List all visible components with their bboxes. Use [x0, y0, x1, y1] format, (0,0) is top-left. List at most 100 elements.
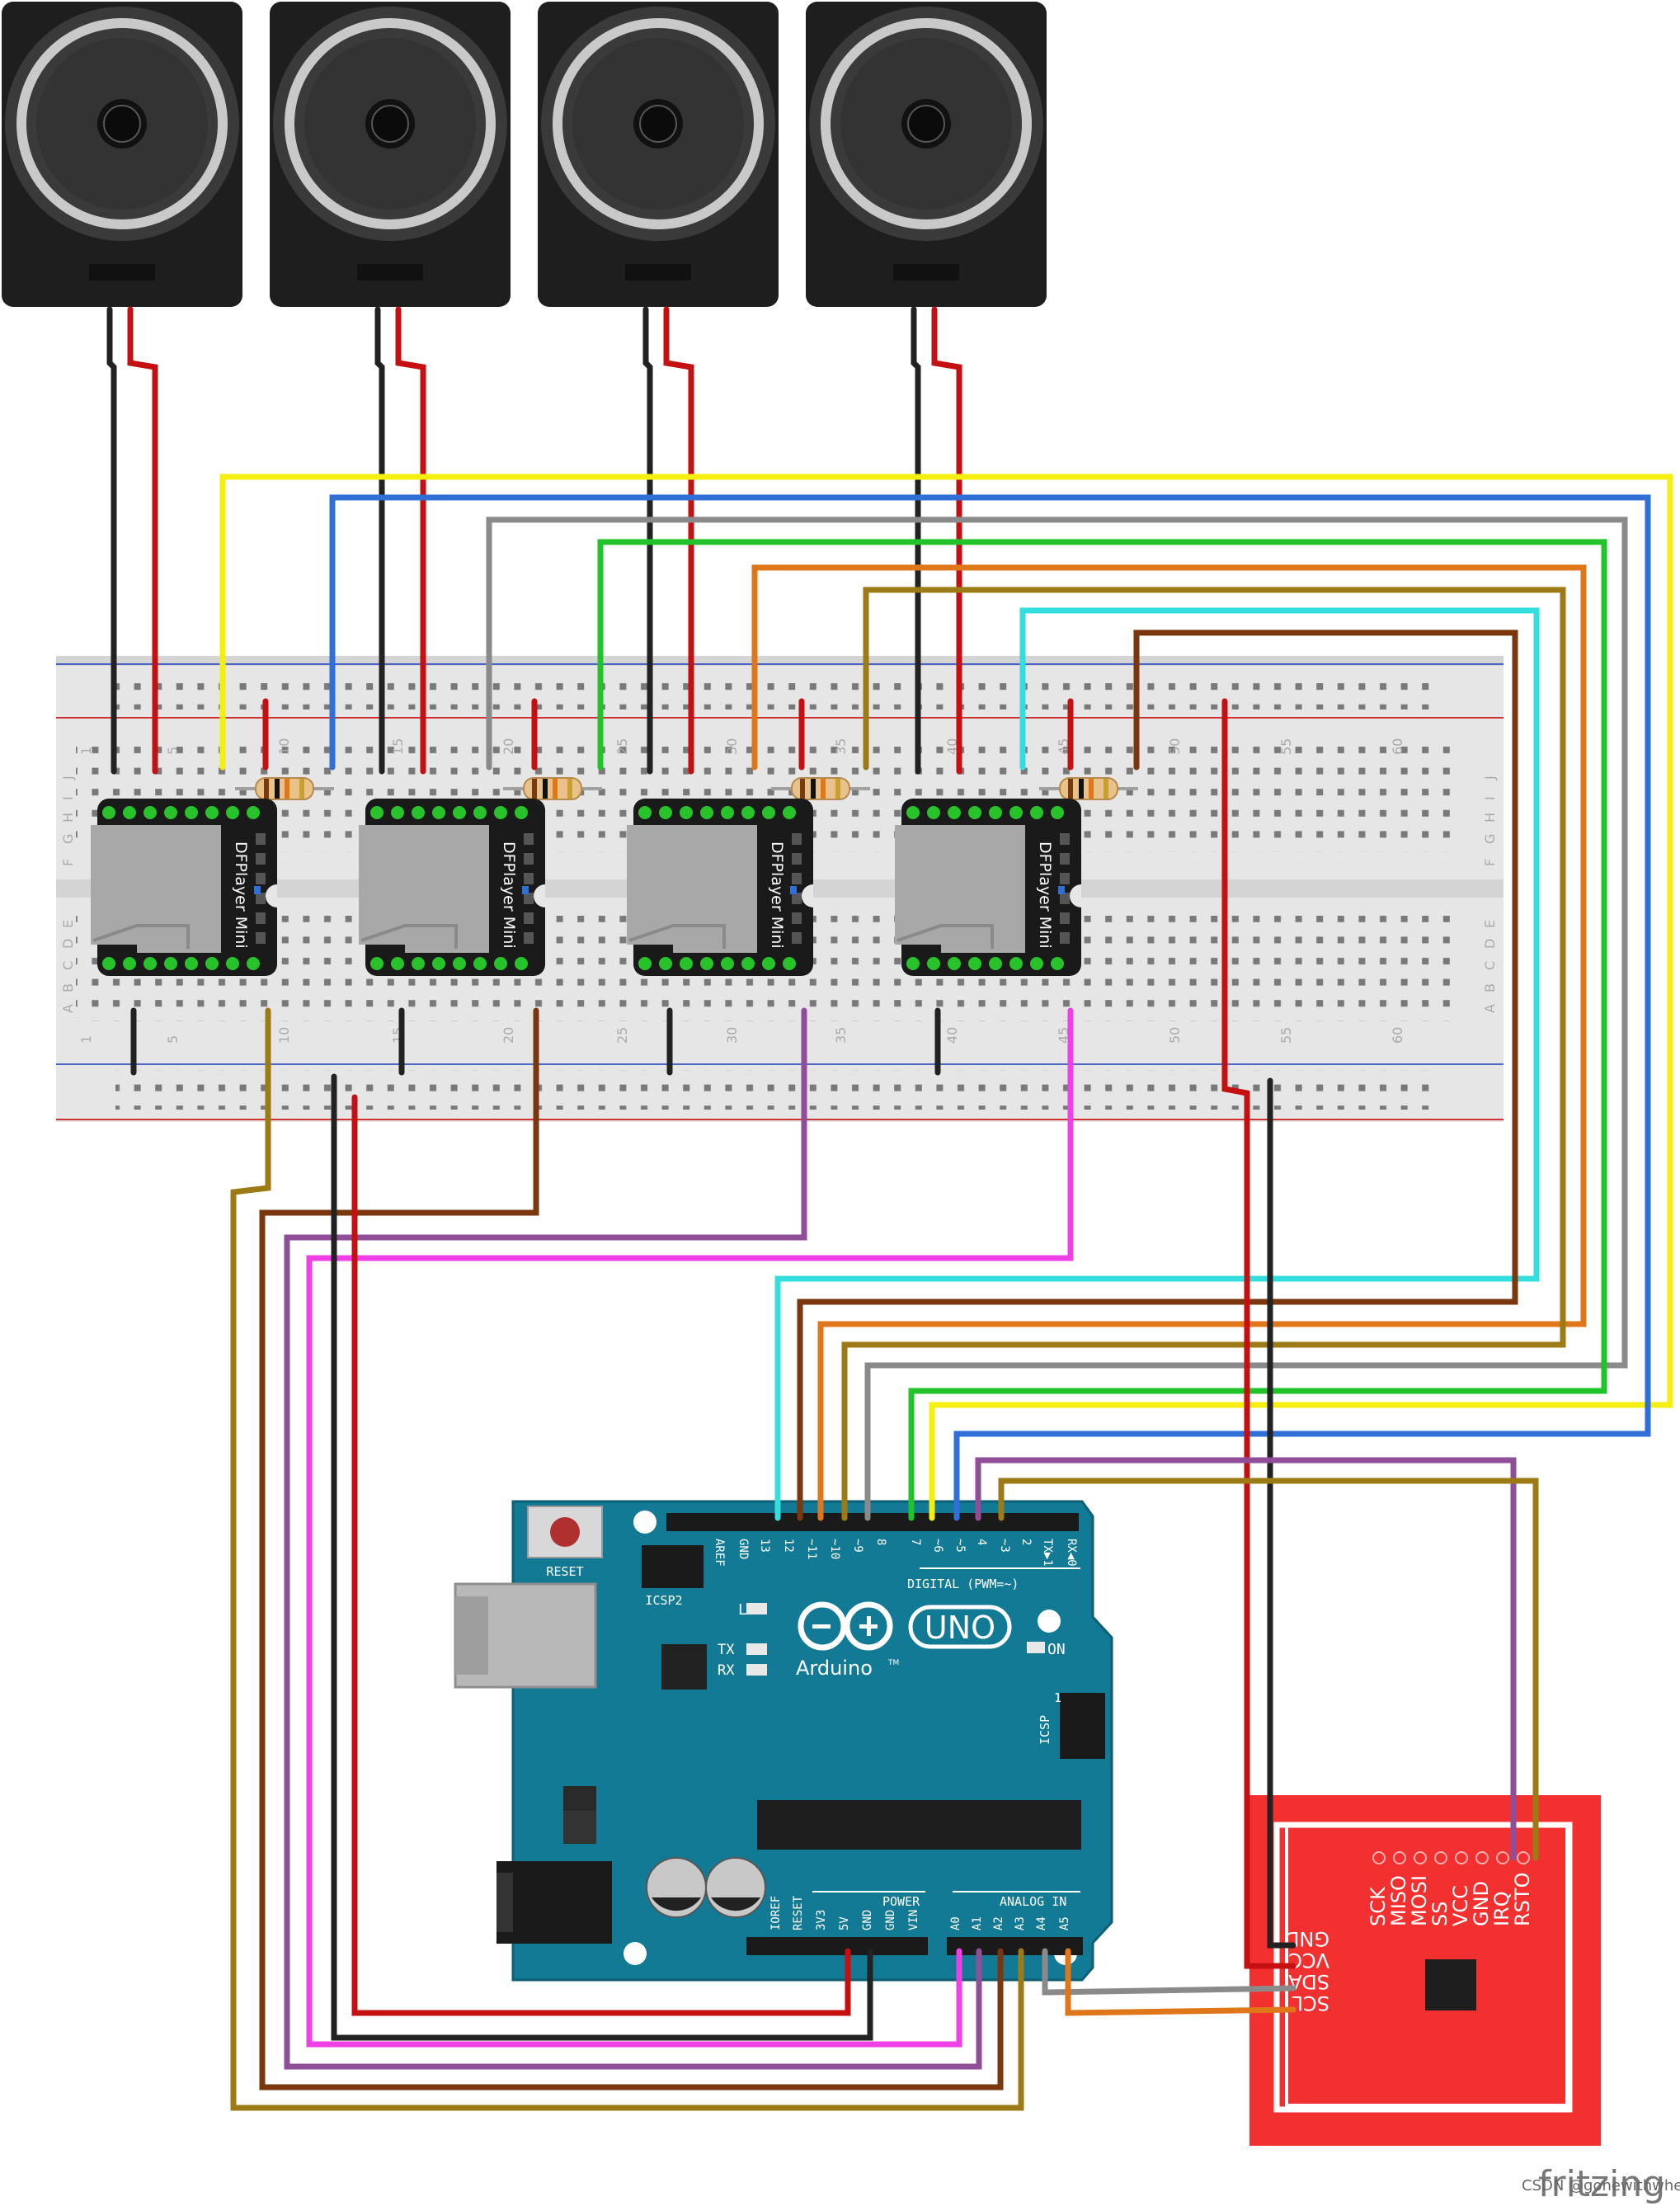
dfplayer-notch [1070, 884, 1081, 907]
arduino-trademark: TM [887, 1659, 899, 1667]
wire-purple-irq [975, 1457, 1517, 1861]
led-rx [746, 1664, 767, 1676]
speaker-ring [285, 18, 496, 229]
breadboard-row-letter: B [1482, 983, 1498, 992]
dfplayer-led [254, 886, 261, 894]
wire-white-sda [1042, 1948, 1296, 1996]
dfplayer-pin [515, 957, 528, 970]
dfplayer-pin [123, 806, 136, 819]
breadboard-row-letter: J [60, 775, 76, 780]
dfplayer-smd [1060, 833, 1070, 845]
dfplayer-smd [1060, 853, 1070, 865]
dfplayer-pin [102, 806, 115, 819]
speaker-center [907, 105, 945, 143]
resistor [1039, 777, 1138, 800]
breadboard-row-letter: D [1482, 939, 1498, 949]
breadboard-row-letter: J [1482, 775, 1498, 780]
breadboard-number: 40 [944, 738, 960, 755]
dfplayer-pin [494, 957, 507, 970]
dfplayer-module: DFPlayer Mini [359, 799, 545, 976]
breadboard-row-letter: G [1482, 834, 1498, 844]
power-pin-label: 5V [838, 1916, 851, 1930]
breadboard-number: 35 [833, 1027, 849, 1044]
wire-green [597, 539, 1607, 1521]
resistor-band [1068, 779, 1073, 799]
dfplayer-smd [524, 912, 534, 924]
speaker [2, 2, 242, 307]
resistor [771, 777, 870, 800]
resistor-band [275, 779, 280, 799]
dfplayer-smd [256, 853, 266, 865]
breadboard-number: 30 [724, 1027, 740, 1044]
sd-card-slot [895, 825, 1025, 953]
dfplayer-pin [948, 806, 961, 819]
digital-pin-label: 7 [909, 1539, 922, 1545]
breadboard-number: 40 [944, 1027, 960, 1044]
dfplayer-pin [762, 806, 775, 819]
rfid-top-pin-label: SS [1428, 1902, 1452, 1926]
dfplayer-pin [1051, 957, 1064, 970]
speaker-center [103, 105, 141, 143]
dfplayer-pin [473, 957, 487, 970]
dfplayer-pin [247, 957, 260, 970]
icsp-label: ICSP [1038, 1715, 1052, 1745]
speaker-wire-black [642, 306, 653, 775]
breadboard-number: 25 [614, 738, 630, 755]
digital-pin-label: ~9 [851, 1539, 864, 1553]
speaker-terminal [625, 264, 691, 280]
speakers [2, 2, 1047, 307]
dfplayer-pin [927, 957, 940, 970]
digital-pin-label: ~5 [953, 1539, 967, 1553]
led-l [746, 1603, 767, 1614]
dfplayer-smd [256, 932, 266, 944]
wire-blue [329, 494, 1651, 1521]
digital-pin-label: ~11 [805, 1539, 818, 1559]
breadboard-row-letter: F [1482, 859, 1498, 866]
dfplayer-pin [783, 957, 796, 970]
speaker-terminal [89, 264, 155, 280]
dfplayer-pin [721, 806, 734, 819]
breadboard-number: 55 [1278, 738, 1294, 755]
dfplayer-pin [927, 806, 940, 819]
dfplayer-pin [432, 957, 445, 970]
power-pin-label: VIN [907, 1910, 920, 1930]
dfplayer-pin [370, 806, 384, 819]
led-on [1027, 1642, 1045, 1653]
dfplayer-pin [700, 957, 713, 970]
dfplayer-pin [412, 957, 425, 970]
analog-pin-label: A1 [971, 1916, 984, 1930]
rfid-chip [1425, 1959, 1476, 2010]
dfplayer-smd [792, 853, 802, 865]
dfplayer-notch [534, 884, 545, 907]
wire-red-rfid [1221, 698, 1296, 1969]
dfplayer-smd [256, 912, 266, 924]
dfplayer-pin [906, 957, 920, 970]
dfplayer-label: DFPlayer Mini [768, 841, 786, 949]
dfplayer-pin [680, 806, 693, 819]
resistor-band [1089, 779, 1094, 799]
icsp2-label: ICSP2 [645, 1593, 682, 1608]
dfplayer-pin [164, 957, 177, 970]
dfplayer-pin [741, 957, 755, 970]
resistor-band [285, 779, 289, 799]
wire-brown-df2 [259, 1007, 1004, 2091]
breadboard-row-letter: A [60, 1004, 76, 1013]
power-pin-label: IOREF [769, 1896, 783, 1930]
breadboard-row-letter: G [60, 834, 76, 844]
wire-gray [486, 516, 1628, 1521]
speaker-wire-black [374, 306, 385, 775]
dfplayer-pin [968, 957, 981, 970]
breadboard-number: 30 [724, 738, 740, 755]
analog-pin-label: A2 [992, 1916, 1005, 1930]
dfplayer-pin [370, 957, 384, 970]
power-pin-label: GND [884, 1910, 897, 1930]
dfplayer-smd [524, 893, 534, 904]
breadboard-number: 45 [1056, 1027, 1071, 1044]
dfplayer-smd [256, 893, 266, 904]
dfplayer-pin [494, 806, 507, 819]
dfplayer-pin [144, 957, 157, 970]
dfplayer-pin [164, 806, 177, 819]
